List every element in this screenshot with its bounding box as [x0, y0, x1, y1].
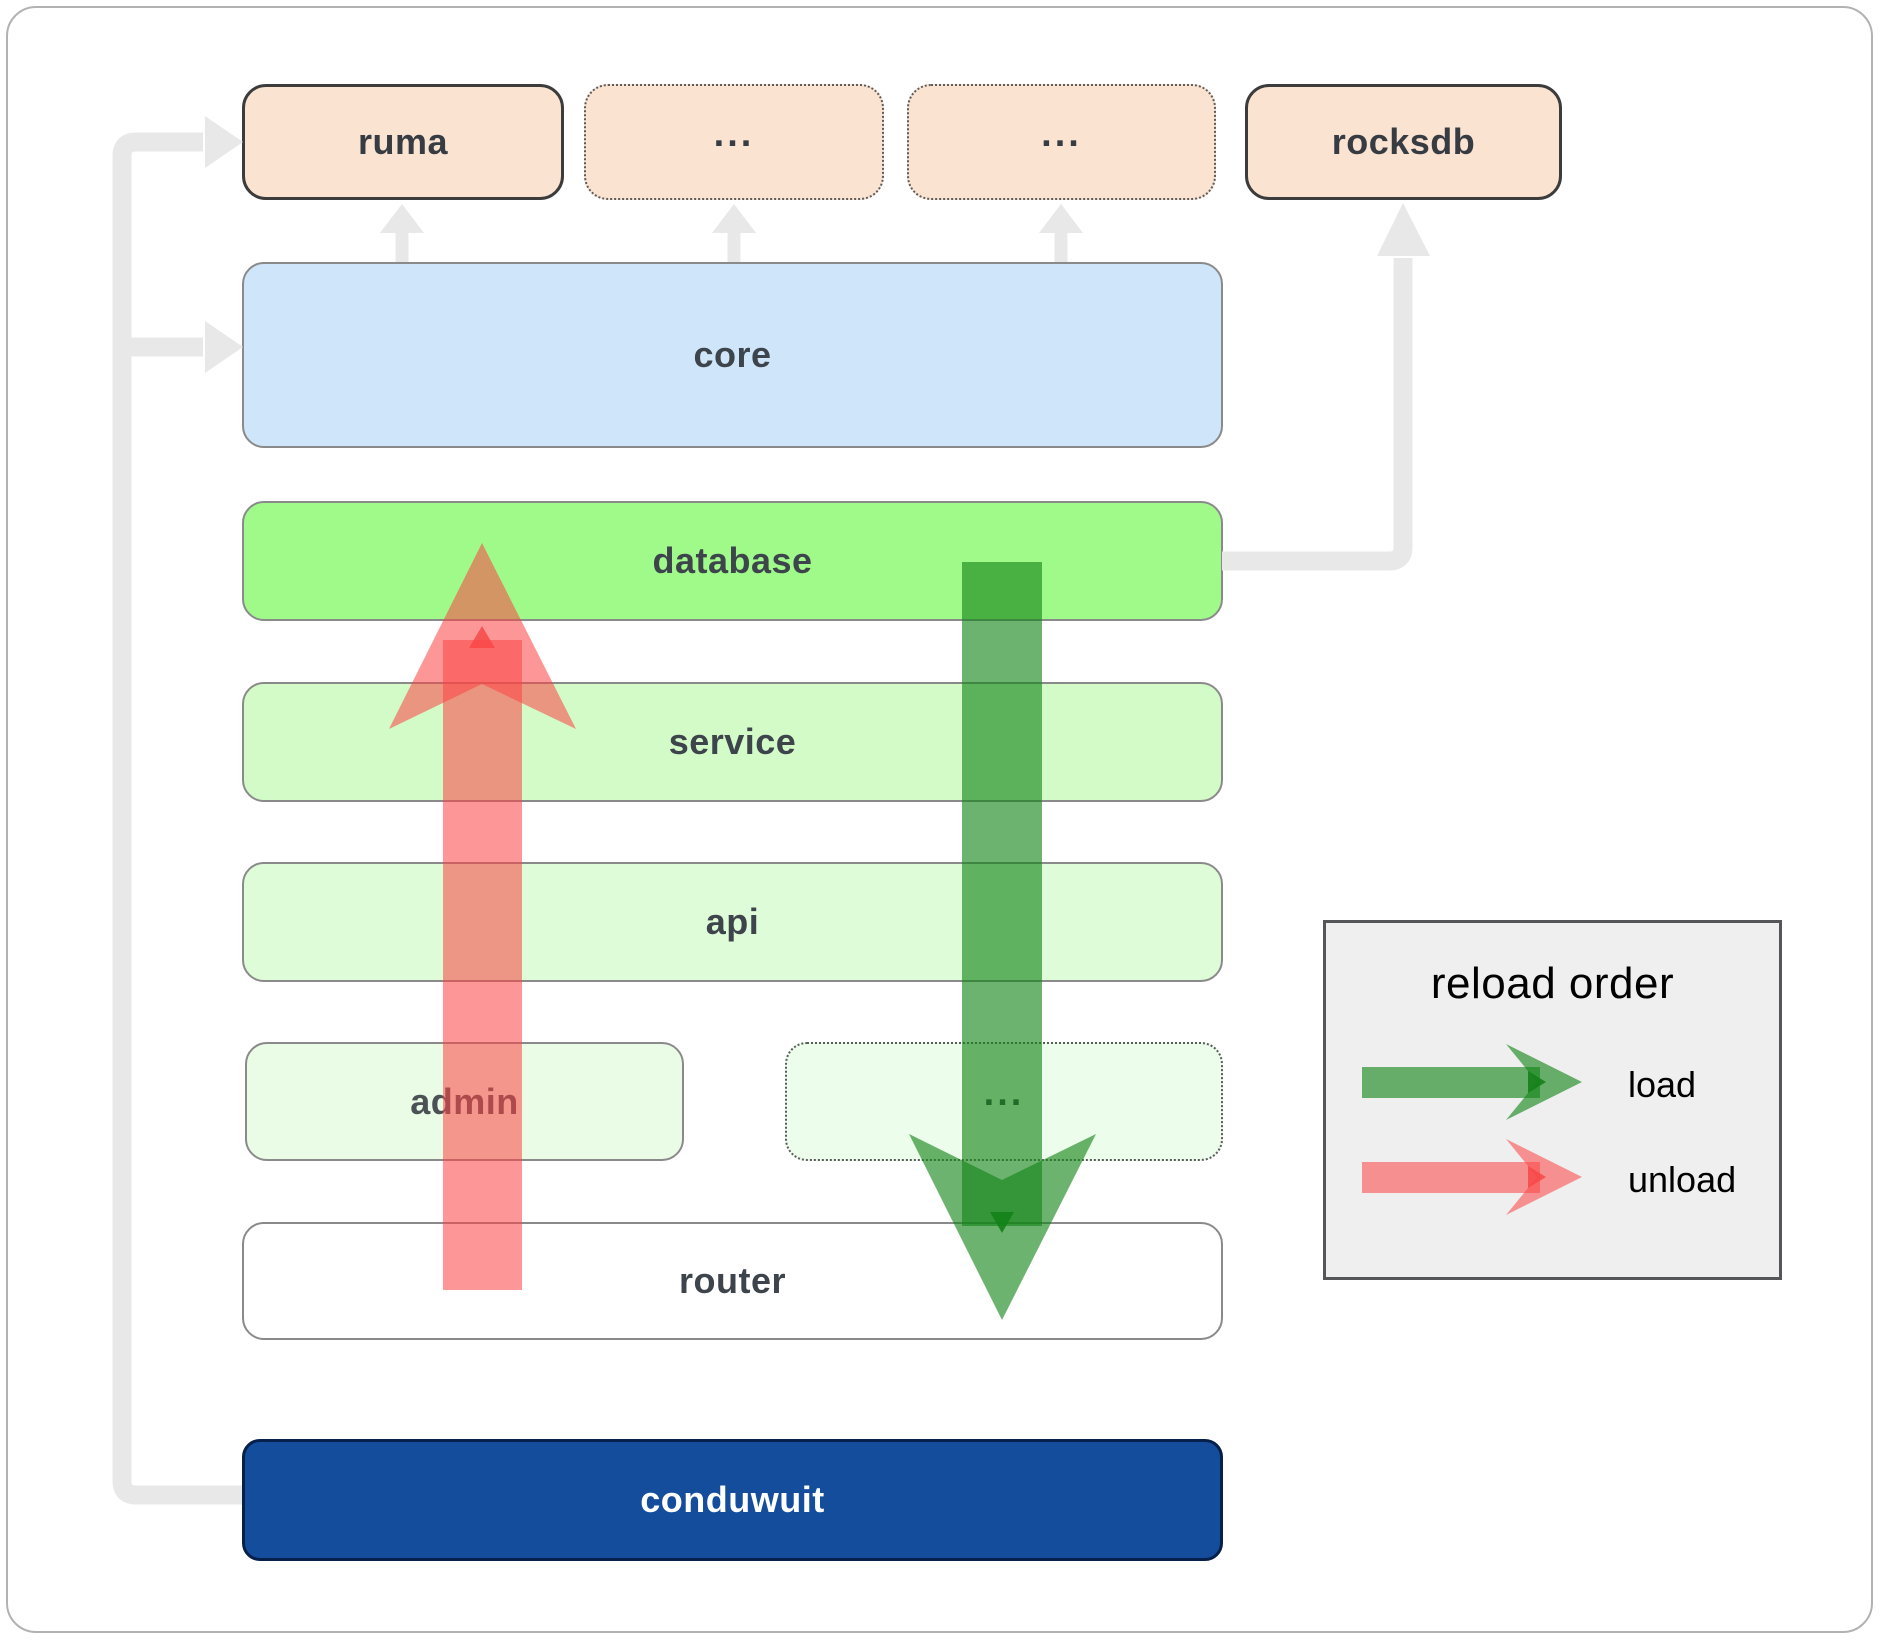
box-ellipsis-2-label: ...: [1041, 112, 1082, 155]
box-ellipsis-2: ...: [907, 84, 1216, 200]
box-ellipsis-3: ...: [785, 1042, 1223, 1161]
box-router-label: router: [678, 1260, 786, 1301]
box-conduwuit-label: conduwuit: [640, 1479, 825, 1520]
legend-title: reload order: [1430, 959, 1675, 1008]
box-rocksdb: rocksdb: [1245, 84, 1562, 200]
box-core: core: [242, 262, 1223, 448]
box-rocksdb-label: rocksdb: [1331, 121, 1476, 162]
box-ellipsis-1-label: ...: [713, 112, 755, 155]
legend-label-unload: unload: [1628, 1159, 1737, 1200]
box-database: database: [242, 501, 1223, 621]
box-ellipsis-1: ...: [584, 84, 884, 200]
box-ruma: ruma: [242, 84, 564, 200]
box-database-label: database: [652, 540, 813, 581]
box-core-label: core: [693, 334, 772, 375]
legend: reload order load unload: [1323, 920, 1782, 1280]
box-conduwuit: conduwuit: [242, 1439, 1223, 1561]
box-api-label: api: [705, 901, 760, 942]
diagram-frame: [6, 6, 1873, 1633]
box-admin: admin: [245, 1042, 684, 1161]
box-api: api: [242, 862, 1223, 982]
box-router: router: [242, 1222, 1223, 1340]
box-ellipsis-3-label: ...: [983, 1072, 1025, 1114]
box-admin-label: admin: [410, 1080, 519, 1122]
box-service-label: service: [668, 721, 797, 762]
box-ruma-label: ruma: [357, 121, 449, 162]
legend-label-load: load: [1628, 1064, 1697, 1105]
box-service: service: [242, 682, 1223, 802]
